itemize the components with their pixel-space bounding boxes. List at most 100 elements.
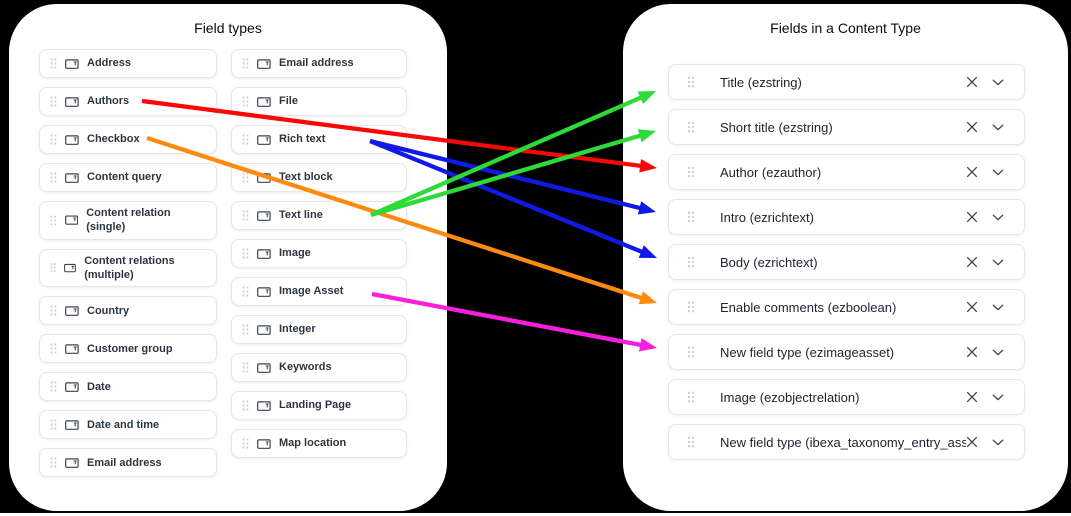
field-type-chip[interactable]: Rich text xyxy=(231,125,407,154)
remove-field-button[interactable] xyxy=(966,121,978,133)
collapse-field-button[interactable] xyxy=(992,124,1004,131)
content-type-field-row[interactable]: Body (ezrichtext) xyxy=(668,244,1025,280)
content-type-field-label: Body (ezrichtext) xyxy=(720,254,818,270)
collapse-field-button[interactable] xyxy=(992,439,1004,446)
field-type-chip[interactable]: Date xyxy=(39,372,217,402)
drag-handle-icon[interactable] xyxy=(50,381,57,392)
field-type-chip[interactable]: Integer xyxy=(231,315,407,344)
content-type-field-label: Title (ezstring) xyxy=(720,74,802,90)
drag-handle-icon[interactable] xyxy=(50,457,57,468)
field-type-label: Content relation (single) xyxy=(86,207,171,234)
drag-handle-icon[interactable] xyxy=(687,346,695,358)
field-type-label: Text block xyxy=(279,171,333,184)
field-type-chip[interactable]: Country xyxy=(39,296,217,326)
field-type-chip[interactable]: Checkbox xyxy=(39,125,217,154)
collapse-field-button[interactable] xyxy=(992,259,1004,266)
drag-handle-icon[interactable] xyxy=(50,215,57,226)
remove-field-button[interactable] xyxy=(966,346,978,358)
drag-handle-icon[interactable] xyxy=(687,76,695,88)
content-type-field-row[interactable]: New field type (ezimageasset) xyxy=(668,334,1025,370)
field-types-column-b: Email address xyxy=(231,49,407,477)
content-type-field-label: Author (ezauthor) xyxy=(720,164,822,180)
field-type-label: Content relations (multiple) xyxy=(84,254,175,281)
collapse-field-button[interactable] xyxy=(992,169,1004,176)
content-type-field-row[interactable]: Image (ezobjectrelation) xyxy=(668,379,1025,415)
remove-field-button[interactable] xyxy=(966,391,978,403)
field-type-chip[interactable]: Keywords xyxy=(231,353,407,382)
drag-handle-icon[interactable] xyxy=(50,419,57,430)
field-type-chip[interactable]: Date and time xyxy=(39,410,217,440)
field-type-chip[interactable]: Content relation (single) xyxy=(39,201,217,240)
remove-field-button[interactable] xyxy=(966,301,978,313)
drag-handle-icon[interactable] xyxy=(687,121,695,133)
field-type-icon xyxy=(65,457,79,468)
drag-handle-icon[interactable] xyxy=(242,96,249,107)
drag-handle-icon[interactable] xyxy=(687,211,695,223)
content-type-field-row[interactable]: Short title (ezstring) xyxy=(668,109,1025,145)
content-type-field-row[interactable]: Intro (ezrichtext) xyxy=(668,199,1025,235)
field-type-chip[interactable]: Landing Page xyxy=(231,391,407,420)
content-type-field-row[interactable]: New field type (ibexa_taxonomy_entry_ass… xyxy=(668,424,1025,460)
drag-handle-icon[interactable] xyxy=(50,305,57,316)
field-type-chip[interactable]: Map location xyxy=(231,429,407,458)
field-type-chip[interactable]: Content query xyxy=(39,163,217,192)
field-type-chip[interactable]: Text block xyxy=(231,163,407,192)
collapse-field-button[interactable] xyxy=(992,304,1004,311)
field-type-icon xyxy=(65,305,79,316)
field-type-label: Content query xyxy=(87,171,162,184)
drag-handle-icon[interactable] xyxy=(242,324,249,335)
field-type-chip[interactable]: Content relations (multiple) xyxy=(39,248,217,288)
field-type-label: Email address xyxy=(87,456,162,469)
field-type-label: File xyxy=(279,95,298,108)
content-type-field-row[interactable]: Title (ezstring) xyxy=(668,64,1025,100)
remove-field-button[interactable] xyxy=(966,166,978,178)
field-type-chip[interactable]: Image xyxy=(231,239,407,268)
field-type-icon xyxy=(65,419,79,430)
drag-handle-icon[interactable] xyxy=(50,134,57,145)
drag-handle-icon[interactable] xyxy=(242,134,249,145)
field-type-chip[interactable]: Email address xyxy=(231,49,407,78)
field-type-chip[interactable]: Customer group xyxy=(39,334,217,364)
remove-field-button[interactable] xyxy=(966,256,978,268)
drag-handle-icon[interactable] xyxy=(242,248,249,259)
drag-handle-icon[interactable] xyxy=(687,256,695,268)
drag-handle-icon[interactable] xyxy=(50,58,57,69)
drag-handle-icon[interactable] xyxy=(50,262,56,273)
remove-field-button[interactable] xyxy=(966,436,978,448)
drag-handle-icon[interactable] xyxy=(242,400,249,411)
collapse-field-button[interactable] xyxy=(992,79,1004,86)
field-type-chip[interactable]: Email address xyxy=(39,448,217,478)
field-type-chip[interactable]: Address xyxy=(39,49,217,78)
close-icon xyxy=(966,166,978,178)
field-type-icon xyxy=(257,362,271,373)
drag-handle-icon[interactable] xyxy=(242,210,249,221)
drag-handle-icon[interactable] xyxy=(687,436,695,448)
field-type-chip[interactable]: Image Asset xyxy=(231,277,407,306)
collapse-field-button[interactable] xyxy=(992,394,1004,401)
field-type-label: Country xyxy=(87,304,130,317)
field-type-chip[interactable]: Text line xyxy=(231,201,407,230)
drag-handle-icon[interactable] xyxy=(50,343,57,354)
field-type-label: Image Asset xyxy=(279,285,344,298)
content-type-field-row[interactable]: Author (ezauthor) xyxy=(668,154,1025,190)
drag-handle-icon[interactable] xyxy=(687,391,695,403)
drag-handle-icon[interactable] xyxy=(242,58,249,69)
field-type-chip[interactable]: Authors xyxy=(39,87,217,116)
field-type-chip[interactable]: File xyxy=(231,87,407,116)
collapse-field-button[interactable] xyxy=(992,214,1004,221)
drag-handle-icon[interactable] xyxy=(242,172,249,183)
collapse-field-button[interactable] xyxy=(992,349,1004,356)
remove-field-button[interactable] xyxy=(966,76,978,88)
drag-handle-icon[interactable] xyxy=(50,172,57,183)
drag-handle-icon[interactable] xyxy=(687,166,695,178)
drag-handle-icon[interactable] xyxy=(242,438,249,449)
remove-field-button[interactable] xyxy=(966,211,978,223)
chevron-down-icon xyxy=(992,79,1004,85)
drag-handle-icon[interactable] xyxy=(687,301,695,313)
field-type-icon xyxy=(257,172,271,183)
drag-handle-icon[interactable] xyxy=(242,286,249,297)
content-type-field-label: Enable comments (ezboolean) xyxy=(720,299,897,315)
content-type-field-row[interactable]: Enable comments (ezboolean) xyxy=(668,289,1025,325)
drag-handle-icon[interactable] xyxy=(50,96,57,107)
drag-handle-icon[interactable] xyxy=(242,362,249,373)
